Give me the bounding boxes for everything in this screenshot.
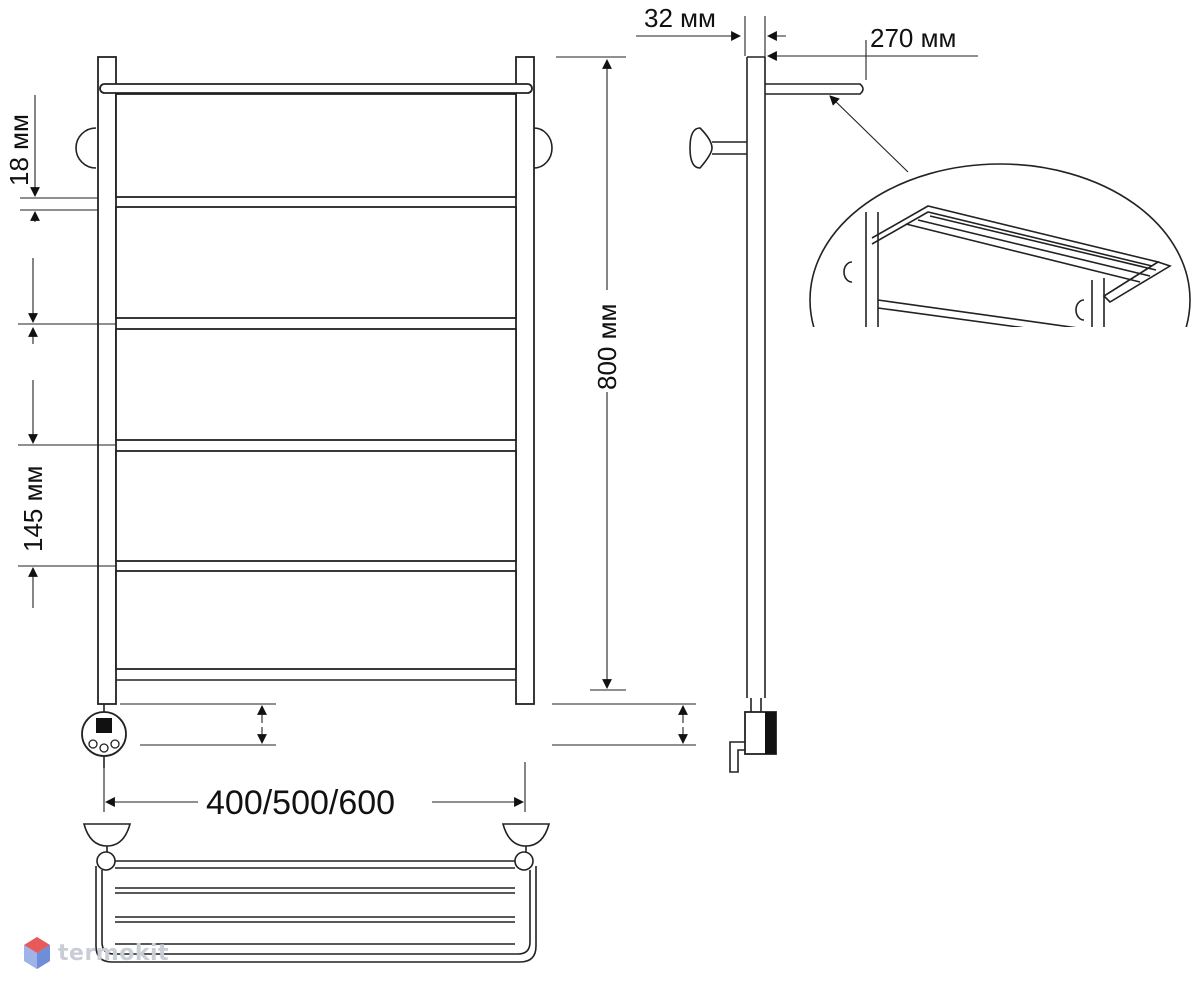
watermark-text: termokit	[58, 940, 170, 966]
shelf-plan-view	[82, 823, 551, 963]
rung-4	[115, 450, 517, 562]
shelf-depth-label: 270 мм	[870, 23, 956, 53]
left-upright	[97, 56, 117, 705]
wall-mount-left	[75, 127, 97, 169]
section-height-label: 145 мм	[18, 466, 48, 552]
width-label: 400/500/600	[206, 784, 395, 822]
right-upright	[515, 56, 535, 705]
heater-controller	[81, 704, 127, 768]
rung-3	[115, 328, 517, 441]
bar-gap-label: 18 мм	[4, 114, 34, 186]
watermark: termokit	[22, 936, 169, 970]
front-view	[18, 56, 696, 812]
side-view	[689, 56, 864, 773]
rung-1	[115, 93, 517, 198]
shelf-detail-callout	[809, 163, 1191, 327]
height-label: 800 мм	[592, 304, 622, 390]
termokit-logo-icon	[24, 937, 50, 969]
top-rail	[99, 83, 533, 94]
top-gap-label: 32 мм	[644, 3, 716, 33]
rung-2	[115, 206, 517, 319]
rung-5	[115, 570, 517, 670]
